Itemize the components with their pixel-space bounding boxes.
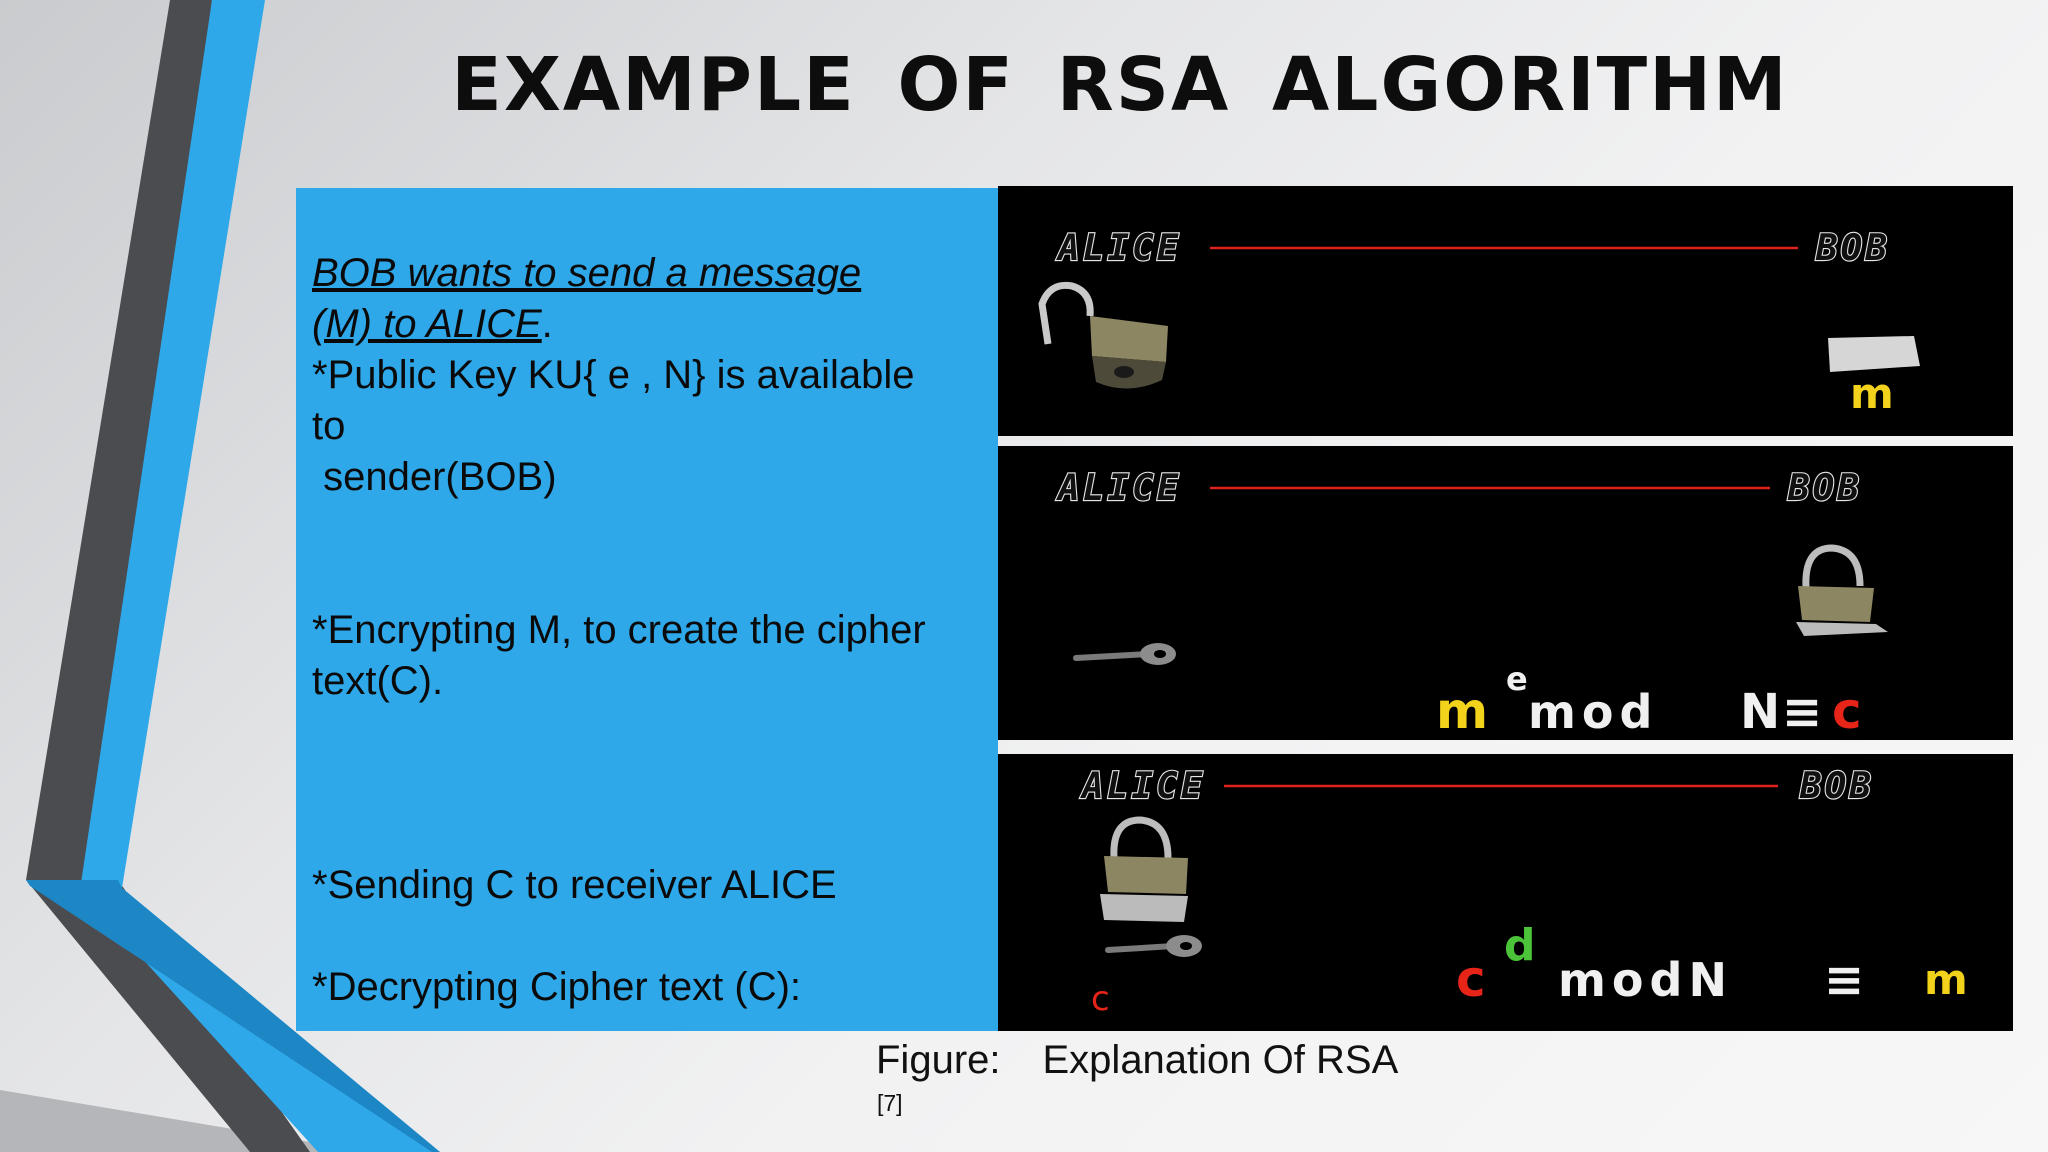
- eq-exponent-d: d: [1504, 920, 1536, 971]
- caption-text: Explanation Of RSA: [1042, 1038, 1399, 1082]
- locked-padlock-icon: [1100, 816, 1188, 922]
- paper-icon: [1828, 336, 1920, 372]
- figure-panel-2: ALICE BOB m e mod N ≡ c: [998, 446, 2013, 740]
- decrypt-text: *Decrypting Cipher text (C):: [312, 965, 802, 1009]
- send-text: *Sending C to receiver ALICE: [312, 863, 837, 907]
- intro-text: BOB wants to send a message(M) to ALICE.: [312, 251, 862, 346]
- eq-exponent-e: e: [1506, 660, 1528, 698]
- bob-label: BOB: [1787, 468, 1862, 509]
- open-padlock-icon: [1038, 281, 1168, 389]
- eq-message: m: [1924, 955, 1968, 1004]
- eq-mod: mod: [1528, 685, 1658, 739]
- alice-label: ALICE: [1056, 228, 1181, 269]
- caption-label: Figure:: [876, 1038, 1001, 1082]
- slide-title: EXAMPLE OF RSA ALGORITHM: [451, 42, 1789, 128]
- bob-label: BOB: [1799, 766, 1874, 807]
- explanation-text-box: BOB wants to send a message(M) to ALICE.…: [296, 188, 998, 1031]
- eq-cipher: c: [1832, 682, 1862, 740]
- bob-label: BOB: [1815, 228, 1890, 269]
- figure-panel-3: ALICE BOB c c d modN ≡ m: [998, 754, 2013, 1031]
- eq-modn: modN: [1558, 953, 1733, 1007]
- locked-padlock-icon: [1796, 544, 1888, 636]
- key-icon: [1073, 643, 1176, 665]
- message-symbol: m: [1850, 369, 1894, 418]
- eq-n: N: [1740, 684, 1780, 740]
- eq-congruent: ≡: [1824, 952, 1864, 1008]
- figure-reference: [7]: [877, 1090, 903, 1116]
- figure-caption: Figure: Explanation Of RSA: [876, 1038, 1398, 1083]
- eq-cipher: c: [1456, 950, 1486, 1008]
- figure-panel-1: ALICE BOB m: [998, 186, 2013, 436]
- eq-congruent: ≡: [1782, 684, 1822, 740]
- alice-label: ALICE: [1080, 766, 1205, 807]
- eq-message: m: [1436, 682, 1488, 740]
- alice-label: ALICE: [1056, 468, 1181, 509]
- key-icon: [1105, 935, 1202, 957]
- cipher-symbol: c: [1091, 979, 1110, 1019]
- decorative-side-stripes: [0, 0, 440, 1152]
